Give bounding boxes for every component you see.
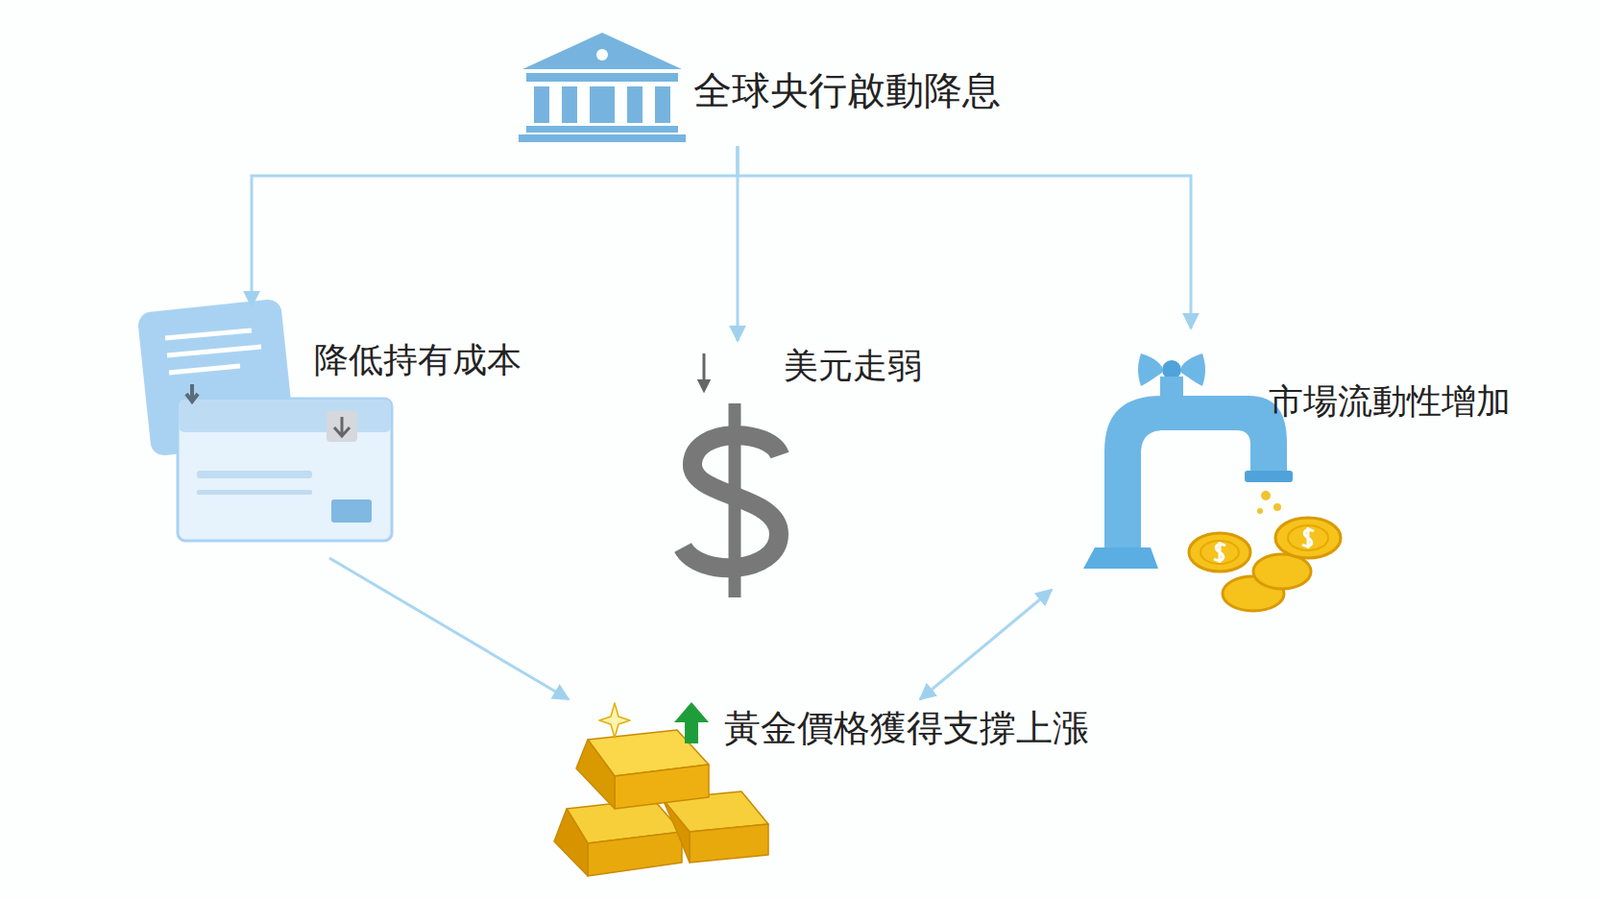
dollar-icon-part (703, 353, 706, 387)
gold-bars-icon-part (614, 764, 709, 809)
coins-icon (1188, 517, 1341, 611)
card-icon-part (167, 346, 262, 356)
coins-icon-part (1213, 541, 1226, 563)
card-icon-part (169, 365, 241, 373)
card-icon-part (196, 489, 313, 495)
card-icon-part (334, 416, 350, 437)
coins-icon-part (1200, 540, 1239, 564)
diagram-node: 市場流動性增加 (1051, 328, 1556, 617)
card-icon-part (331, 499, 372, 523)
coins-icon-part (1302, 527, 1314, 549)
gold-bars-icon-part (587, 831, 682, 876)
bank-icon-part (654, 86, 671, 123)
card-icon-part (177, 398, 392, 541)
faucet-icon-part (1257, 508, 1263, 514)
node-label: 降低持有成本 (314, 339, 522, 381)
coins-icon-part (1188, 533, 1251, 572)
card-icon-part (165, 330, 252, 339)
faucet-icon-part (1244, 470, 1293, 483)
up-arrow-icon (674, 702, 709, 744)
bank-icon-part (522, 32, 682, 70)
node-label: 市場流動性增加 (1268, 380, 1511, 422)
gold-bars-icon-part (599, 703, 631, 738)
diagram-node: 全球央行啟動降息 (518, 26, 1076, 146)
bank-icon-part (561, 86, 578, 123)
gold-bars-icon-part (662, 799, 690, 863)
gold-bars-icon-part (689, 824, 769, 863)
bank-icon-part (526, 72, 679, 82)
coins-icon-part (1253, 554, 1311, 589)
bank-icon-part (589, 86, 615, 123)
bank-icon-part (518, 134, 686, 143)
faucet-icon (1083, 353, 1293, 569)
gold-bars-icon-part (554, 808, 588, 876)
bank-icon (518, 32, 686, 143)
flow-arrow (329, 557, 569, 700)
up-arrow-icon-part (674, 702, 709, 744)
faucet-icon-part (1260, 490, 1271, 501)
dollar-icon (682, 353, 780, 598)
card-icon-part (186, 384, 198, 402)
dollar-icon-part (682, 435, 780, 568)
card-icon (137, 298, 392, 541)
node-label: 全球央行啟動降息 (693, 67, 1001, 114)
coins-icon-part (1287, 525, 1329, 551)
diagram-node: 美元走弱 (677, 340, 956, 601)
bank-icon-part (627, 86, 643, 123)
gold-bars-icon-part (576, 739, 615, 809)
card-icon-part (196, 470, 313, 479)
diagram-node: 黃金價格獲得支撐上漲 (547, 699, 1139, 882)
flow-arrow (737, 145, 1191, 329)
bank-icon-part (533, 86, 550, 123)
faucet-icon-part (1138, 353, 1163, 387)
diagram-node: 降低持有成本 (134, 306, 586, 558)
node-label: 美元走弱 (783, 344, 922, 387)
card-icon-part (326, 411, 358, 442)
faucet-icon-part (1160, 376, 1184, 398)
coins-icon-part (1275, 517, 1341, 558)
bank-icon-part (526, 125, 679, 133)
flow-arrow (920, 589, 1052, 700)
flow-arrow (251, 145, 738, 307)
faucet-icon-part (1083, 547, 1159, 569)
bank-icon-part (596, 48, 608, 61)
faucet-icon-part (1273, 503, 1282, 511)
card-icon-part (178, 399, 391, 433)
faucet-icon-part (1181, 353, 1206, 387)
node-label: 黃金價格獲得支撐上漲 (724, 706, 1090, 752)
